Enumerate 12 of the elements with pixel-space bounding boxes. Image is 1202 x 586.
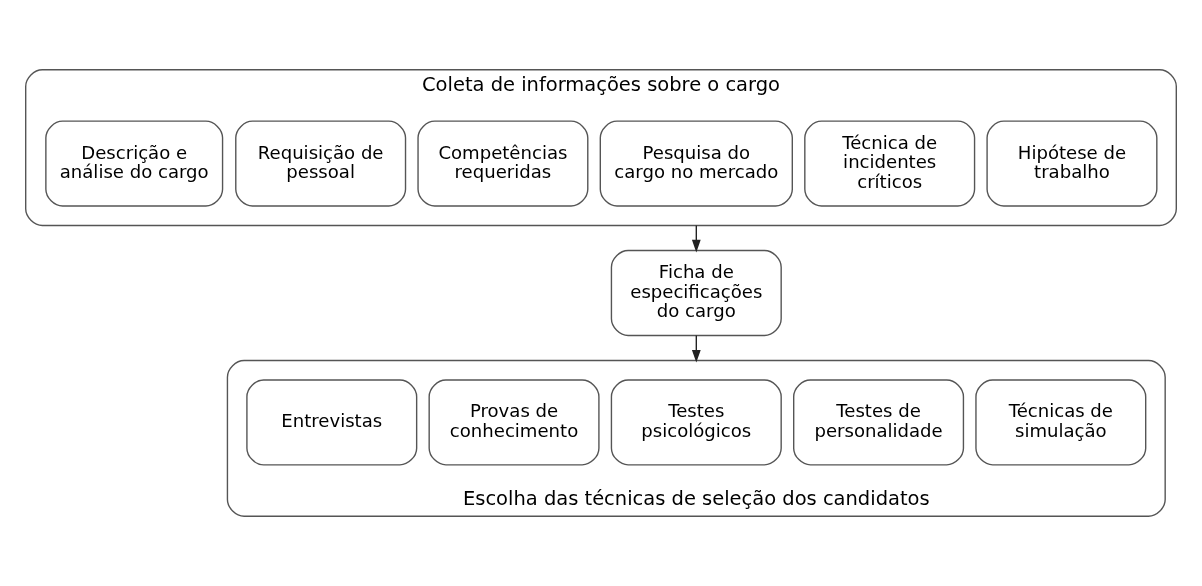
node-box: Descrição e análise do cargo [45,120,224,207]
node-box: Técnicas de simulação [975,379,1147,466]
node-box: Técnica de incidentes críticos [804,120,976,207]
node-box: Testes psicológicos [610,379,782,466]
node-box: Testes de personalidade [793,379,965,466]
node-box: Provas de conhecimento [428,379,600,466]
node-box: Competências requeridas [417,120,589,207]
node-box: Requisição de pessoal [235,120,407,207]
node-box: Ficha de especificações do cargo [610,249,782,337]
node-box: Entrevistas [246,379,418,466]
node-box: Hipótese de trabalho [986,120,1158,207]
node-box: Pesquisa do cargo no mercado [599,120,793,207]
